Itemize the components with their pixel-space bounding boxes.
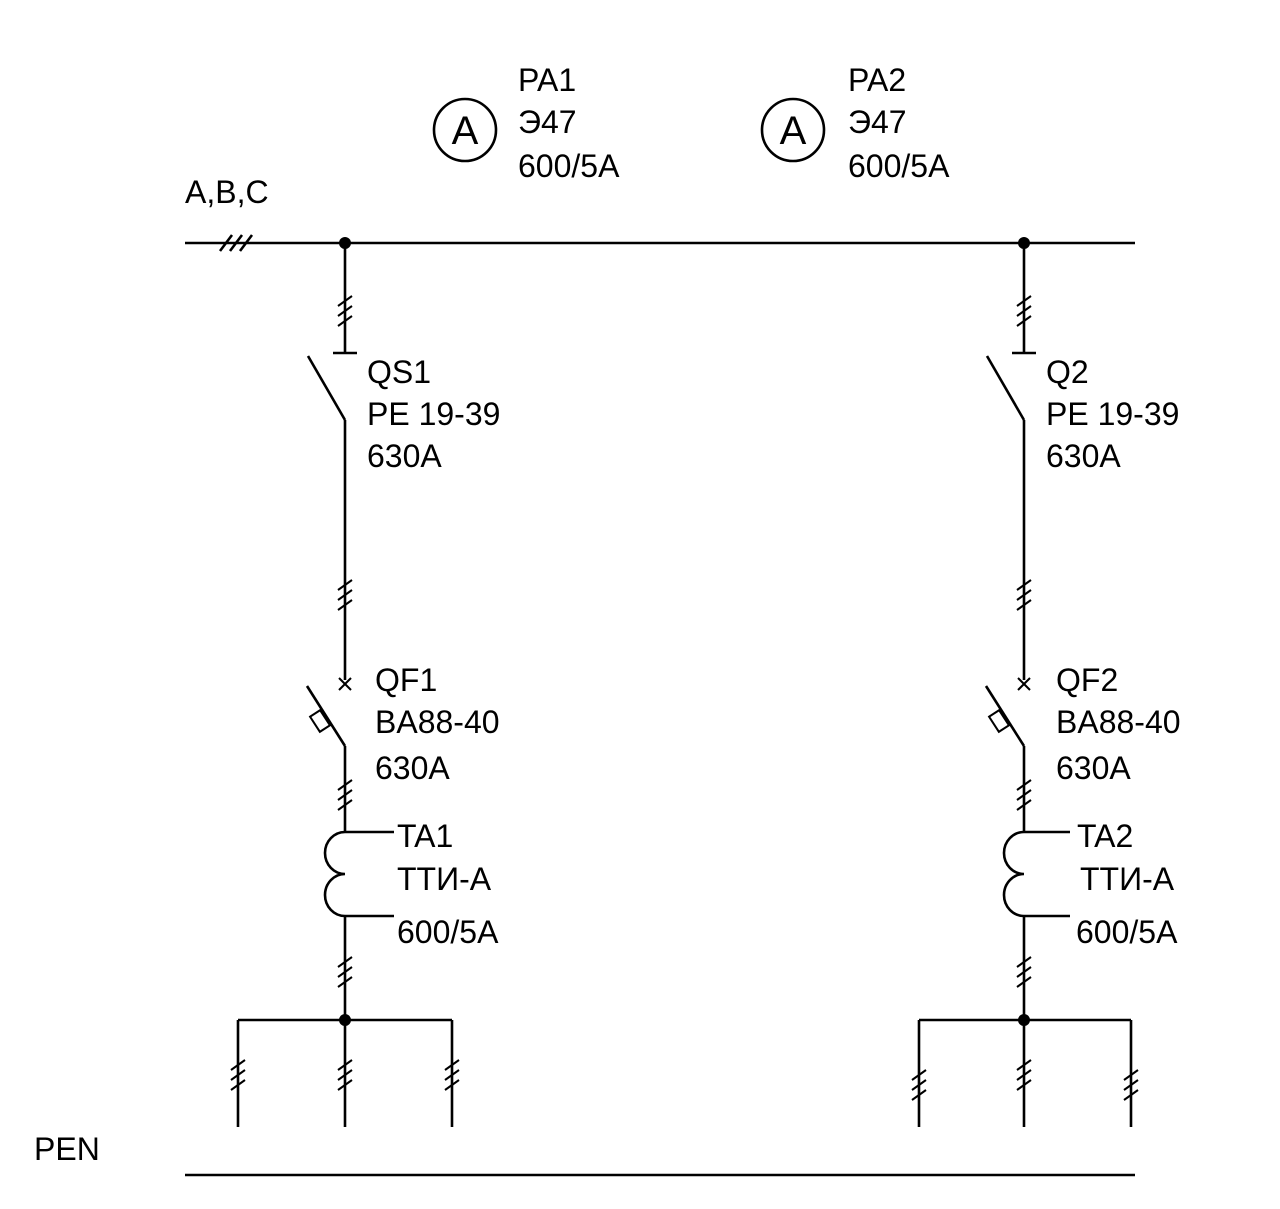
main-bus bbox=[185, 234, 1135, 252]
disconnector-qs1 bbox=[306, 351, 357, 680]
disconnector-type: PE 19-39 bbox=[367, 396, 500, 432]
meter-ratio: 600/5A bbox=[518, 148, 620, 184]
branch-1: QS1 PE 19-39 630A QF1 BA88-40 630A bbox=[230, 243, 500, 1127]
transformer-type: ТТИ-А bbox=[397, 861, 492, 897]
meter-label: PA2 bbox=[848, 62, 906, 98]
disconnector-rating: 630A bbox=[367, 438, 442, 474]
transformer-label: TA1 bbox=[397, 818, 453, 854]
breaker-label: QF2 bbox=[1056, 662, 1118, 698]
disconnector-q2 bbox=[985, 351, 1036, 680]
ammeter-pa2: A PA2 Э47 600/5A bbox=[760, 62, 950, 184]
breaker-type: BA88-40 bbox=[1056, 704, 1181, 740]
phase-marks bbox=[1016, 779, 1032, 811]
branch-2: Q2 PE 19-39 630A QF2 BA88-40 630A bbox=[911, 243, 1181, 1127]
phase-split bbox=[911, 1014, 1139, 1127]
disconnector-rating: 630A bbox=[1046, 438, 1121, 474]
breaker-qf2 bbox=[984, 677, 1031, 832]
transformer-ratio: 600/5A bbox=[397, 914, 499, 950]
bus-phase-marks bbox=[218, 234, 254, 252]
disconnector-type: PE 19-39 bbox=[1046, 396, 1179, 432]
breaker-rating: 630A bbox=[1056, 750, 1131, 786]
current-transformer-ta1 bbox=[323, 830, 394, 1020]
current-transformer-ta2 bbox=[1002, 830, 1070, 1020]
breaker-qf1 bbox=[305, 677, 352, 832]
meter-type: Э47 bbox=[518, 104, 577, 140]
phase-marks bbox=[1016, 295, 1032, 327]
transformer-ratio: 600/5A bbox=[1076, 914, 1178, 950]
ammeter-icon: A bbox=[452, 109, 479, 153]
phase-marks bbox=[337, 779, 353, 811]
phase-marks bbox=[1016, 579, 1032, 611]
ammeter-icon: A bbox=[780, 109, 807, 153]
breaker-label: QF1 bbox=[375, 662, 437, 698]
bus-label: A,B,C bbox=[185, 174, 269, 210]
meter-label: PA1 bbox=[518, 62, 576, 98]
pen-label: PEN bbox=[34, 1131, 100, 1167]
transformer-label: TA2 bbox=[1077, 818, 1133, 854]
phase-split bbox=[230, 1014, 460, 1127]
transformer-type: ТТИ-А bbox=[1080, 861, 1175, 897]
phase-marks bbox=[337, 579, 353, 611]
phase-marks bbox=[337, 956, 353, 988]
meter-type: Э47 bbox=[848, 104, 907, 140]
breaker-type: BA88-40 bbox=[375, 704, 500, 740]
disconnector-label: Q2 bbox=[1046, 354, 1089, 390]
breaker-rating: 630A bbox=[375, 750, 450, 786]
phase-marks bbox=[337, 295, 353, 327]
disconnector-label: QS1 bbox=[367, 354, 431, 390]
ammeter-pa1: A PA1 Э47 600/5A bbox=[432, 62, 620, 184]
meter-ratio: 600/5A bbox=[848, 148, 950, 184]
phase-marks bbox=[1016, 956, 1032, 988]
